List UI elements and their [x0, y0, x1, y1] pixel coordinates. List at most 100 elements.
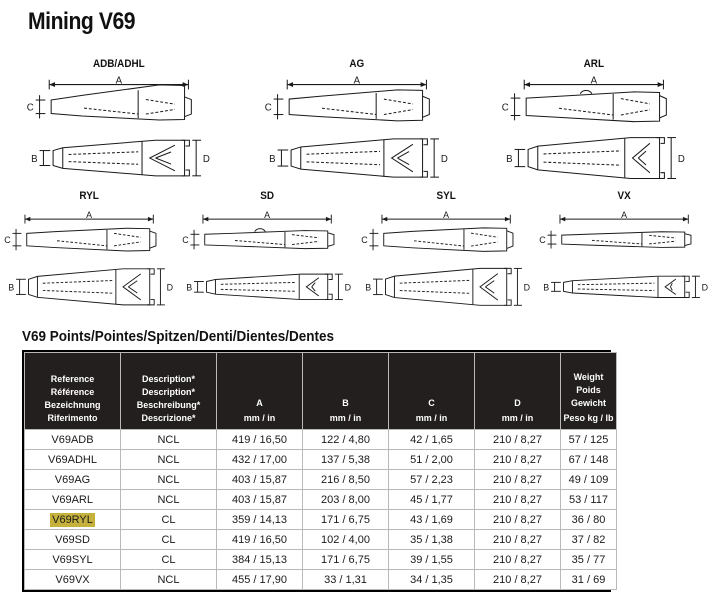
svg-text:C: C [264, 103, 271, 114]
cell-reference: V69ADB [25, 430, 120, 449]
cell-a: 419 / 16,50 [217, 530, 302, 549]
cell-a: 455 / 17,90 [217, 570, 302, 589]
svg-text:D: D [167, 282, 173, 292]
cell-reference: V69SD [25, 530, 120, 549]
cell-description: NCL [121, 430, 216, 449]
svg-text:A: A [353, 76, 360, 87]
svg-text:B: B [543, 282, 549, 292]
svg-text:D: D [678, 154, 685, 165]
highlighted-reference: V69RYL [50, 512, 95, 527]
cell-c: 57 / 2,23 [389, 470, 474, 489]
header-line: C [428, 398, 435, 408]
cell-a: 419 / 16,50 [217, 430, 302, 449]
header-line: A [256, 398, 263, 408]
cell-c: 35 / 1,38 [389, 530, 474, 549]
spec-header-cell-1: Description*Description*Beschreibung*Des… [121, 353, 216, 429]
header-line: Weight [573, 372, 604, 382]
cell-b: 216 / 8,50 [303, 470, 388, 489]
header-line: B [342, 398, 349, 408]
svg-text:B: B [187, 282, 193, 292]
svg-text:B: B [365, 282, 371, 292]
table-caption: V69 Points/Pointes/Spitzen/Denti/Dientes… [22, 328, 335, 345]
cell-b: 122 / 4,80 [303, 430, 388, 449]
cell-description: CL [121, 510, 216, 529]
cell-d: 210 / 8,27 [475, 530, 560, 549]
cell-reference: V69ARL [25, 490, 120, 509]
page-title: Mining V69 [28, 8, 136, 35]
cell-reference: V69SYL [25, 550, 120, 569]
drawing-label: SYL [435, 190, 456, 202]
svg-text:C: C [502, 103, 509, 114]
cell-d: 210 / 8,27 [475, 510, 560, 529]
cell-description: NCL [121, 490, 216, 509]
header-line: Reference [50, 374, 95, 384]
svg-text:A: A [86, 210, 92, 220]
cell-d: 210 / 8,27 [475, 430, 560, 449]
cell-reference: V69VX [25, 570, 120, 589]
drawing-syl: SYL A C B D [357, 190, 535, 318]
cell-b: 171 / 6,75 [303, 550, 388, 569]
drawing-label: SD [260, 190, 275, 202]
cell-b: 203 / 8,00 [303, 490, 388, 509]
cell-d: 210 / 8,27 [475, 470, 560, 489]
svg-text:D: D [203, 154, 210, 165]
svg-text:A: A [443, 210, 449, 220]
svg-text:C: C [183, 235, 190, 245]
cell-d: 210 / 8,27 [475, 450, 560, 469]
svg-text:C: C [361, 235, 368, 245]
cell-description: CL [121, 530, 216, 549]
cell-d: 210 / 8,27 [475, 490, 560, 509]
cell-a: 384 / 15,13 [217, 550, 302, 569]
header-unit: mm / in [501, 413, 534, 423]
svg-text:B: B [269, 154, 275, 165]
svg-text:A: A [591, 76, 598, 87]
svg-text:B: B [8, 282, 14, 292]
svg-text:D: D [523, 282, 529, 292]
cell-d: 210 / 8,27 [475, 550, 560, 569]
header-line: Référence [50, 387, 95, 397]
cell-d: 210 / 8,27 [475, 570, 560, 589]
svg-text:C: C [27, 103, 34, 114]
header-line: Description* [141, 387, 195, 397]
drawing-label: VX [617, 190, 631, 202]
svg-text:B: B [31, 154, 37, 165]
cell-a: 403 / 15,87 [217, 490, 302, 509]
cell-b: 33 / 1,31 [303, 570, 388, 589]
cell-c: 42 / 1,65 [389, 430, 474, 449]
drawing-label: AG [349, 58, 364, 70]
drawing-label: ARL [583, 58, 605, 70]
cell-weight: 67 / 148 [561, 450, 616, 469]
cell-description: CL [121, 550, 216, 569]
drawing-label: ADB/ADHL [92, 58, 145, 70]
cell-description: NCL [121, 570, 216, 589]
cell-reference: V69RYL [25, 510, 120, 529]
svg-text:C: C [539, 235, 546, 245]
cell-description: NCL [121, 450, 216, 469]
tooth-diagram-icon: A C B D [357, 204, 535, 318]
svg-text:D: D [701, 282, 707, 292]
header-unit: mm / in [329, 413, 362, 423]
cell-reference: V69AG [25, 470, 120, 489]
cell-weight: 53 / 117 [561, 490, 616, 509]
